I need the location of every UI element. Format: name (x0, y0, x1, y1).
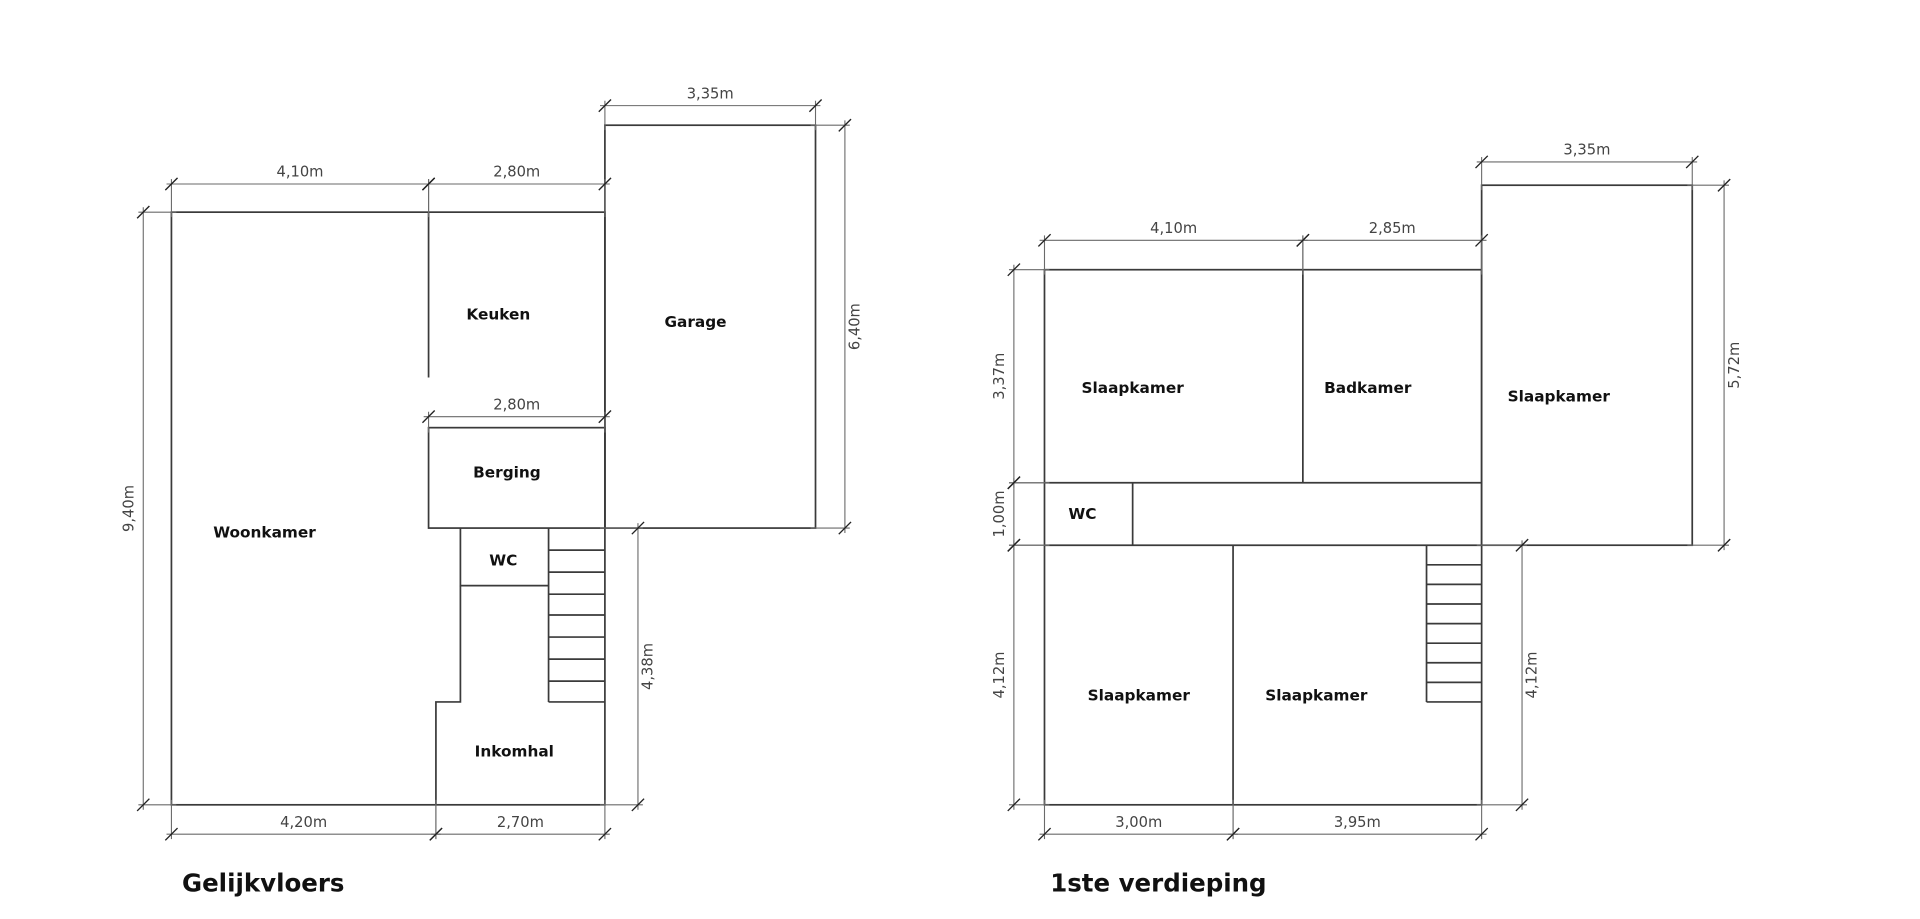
room-slaapkamer-4: Slaapkamer (1265, 686, 1368, 704)
dimension-tick (429, 827, 443, 841)
dimension-label: 4,38m (640, 643, 657, 690)
dimension-label: 2,80m (493, 164, 540, 181)
room-slaapkamer-2: Slaapkamer (1508, 388, 1611, 406)
woonkamer-outline (170, 211, 606, 806)
dimension-tick (1475, 233, 1489, 247)
dimension-label: 1,00m (991, 490, 1008, 537)
dimension-label: 2,80m (493, 396, 540, 413)
dimension-tick (1007, 798, 1021, 812)
room-slaapkamer-3: Slaapkamer (1088, 686, 1191, 704)
dimension-label: 4,12m (991, 652, 1008, 699)
dimension-label: 4,10m (1150, 220, 1197, 237)
dimension-label: 4,10m (276, 164, 323, 181)
first-floor-outline (1043, 268, 1483, 806)
dimension-tick (1515, 538, 1529, 552)
dimension-label: 3,37m (991, 353, 1008, 400)
dimension-label: 3,95m (1334, 814, 1381, 831)
dimension-tick (164, 827, 179, 841)
dimension-label: 5,72m (1726, 342, 1743, 389)
garage-outline (604, 124, 817, 529)
dimension-tick (164, 177, 179, 191)
dimension-tick (808, 99, 823, 113)
dimension-label: 3,35m (687, 85, 734, 102)
walls (170, 124, 1694, 806)
dimension-tick (1717, 178, 1731, 192)
dimension-tick (598, 410, 612, 424)
dimension-tick (1515, 798, 1529, 812)
dimension-tick (598, 177, 612, 191)
dimension-label: 4,20m (280, 814, 327, 831)
dimension-tick (1037, 233, 1052, 247)
dimension-tick (1007, 476, 1021, 490)
dimension-tick (1007, 263, 1021, 277)
dimension-tick (1296, 233, 1310, 247)
dimension-label: 3,35m (1563, 142, 1610, 159)
dimension-label: 4,12m (1524, 652, 1541, 699)
first-floor-title: 1ste verdieping (1050, 869, 1266, 898)
dimension-tick (1717, 538, 1731, 552)
dimension-tick (631, 798, 645, 812)
dimension-tick (598, 99, 612, 113)
dimension-label: 6,40m (847, 303, 864, 350)
inkomhal-wall (435, 585, 462, 805)
dimension-label: 2,70m (497, 814, 544, 831)
dimension-tick (421, 177, 436, 191)
dimension-tick (1037, 827, 1052, 841)
dimension-tick (631, 521, 645, 535)
room-garage: Garage (664, 313, 726, 331)
dimension-label: 2,85m (1369, 220, 1416, 237)
room-wc: WC (1068, 505, 1096, 523)
room-badkamer: Badkamer (1324, 379, 1412, 397)
room-keuken: Keuken (466, 306, 530, 324)
stairs-ground (548, 549, 605, 703)
dimension-tick (1475, 155, 1489, 169)
dimension-tick (1475, 827, 1489, 841)
room-woonkamer: Woonkamer (213, 523, 316, 541)
dimension-tick (136, 205, 150, 219)
room-berging: Berging (473, 463, 541, 481)
dimension-tick (838, 118, 852, 132)
room-inkomhal: Inkomhal (475, 743, 554, 761)
dimension-label: 9,40m (120, 485, 137, 532)
dimension-tick (421, 410, 436, 424)
room-wc: WC (489, 552, 517, 570)
dimension-label: 3,00m (1115, 814, 1162, 831)
stairs-first (1426, 563, 1482, 703)
dimension-tick (136, 798, 150, 812)
room-slaapkamer-1: Slaapkamer (1082, 379, 1185, 397)
slaapkamer-right-outline (1480, 184, 1694, 547)
dimension-tick (1226, 827, 1240, 841)
dimension-tick (1685, 155, 1699, 169)
dimension-tick (598, 827, 612, 841)
dimension-lines: 4,10m 2,80m 3,35m 2,80m 6,40m 9,40m 4,38m 4,20m… (120, 85, 1743, 841)
ground-floor-title: Gelijkvloers (182, 869, 345, 898)
dimension-tick (838, 521, 852, 535)
dimension-tick (1007, 538, 1021, 552)
